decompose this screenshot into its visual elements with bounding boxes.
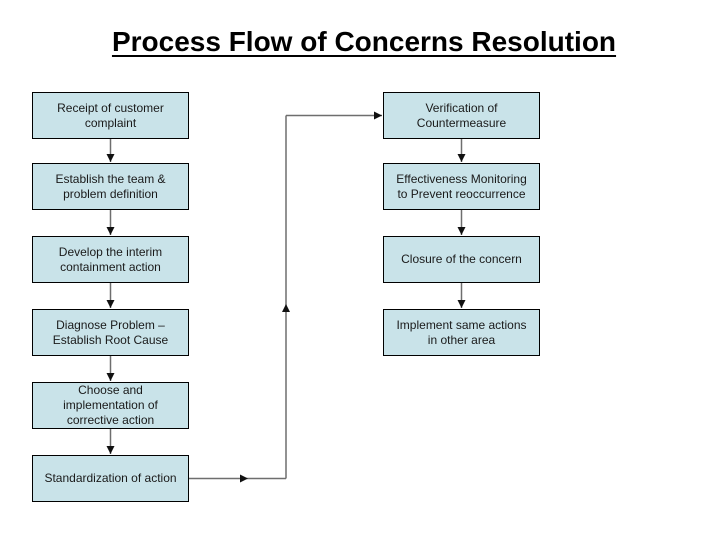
arrowhead-right bbox=[374, 111, 382, 120]
flow-node-diagnose-problem: Diagnose Problem – Establish Root Cause bbox=[32, 309, 189, 356]
arrowhead-down bbox=[106, 300, 115, 308]
arrowhead-right bbox=[240, 474, 248, 483]
flow-node-verification: Verification of Countermeasure bbox=[383, 92, 540, 139]
flow-node-effectiveness-monitoring: Effectiveness Monitoring to Prevent reoc… bbox=[383, 163, 540, 210]
flow-node-implement-same-actions: Implement same actions in other area bbox=[383, 309, 540, 356]
flow-node-corrective-action: Choose and implementation of corrective … bbox=[32, 382, 189, 429]
flow-node-closure: Closure of the concern bbox=[383, 236, 540, 283]
flow-node-standardization: Standardization of action bbox=[32, 455, 189, 502]
arrowhead-up bbox=[282, 304, 290, 312]
page-title: Process Flow of Concerns Resolution bbox=[111, 26, 617, 57]
flow-node-receipt: Receipt of customer complaint bbox=[32, 92, 189, 139]
arrowhead-down bbox=[457, 154, 466, 162]
flow-node-interim-containment: Develop the interim containment action bbox=[32, 236, 189, 283]
flow-node-establish-team: Establish the team & problem definition bbox=[32, 163, 189, 210]
arrowhead-down bbox=[106, 227, 115, 235]
arrowhead-down bbox=[106, 373, 115, 381]
arrowhead-down bbox=[106, 154, 115, 162]
arrowhead-down bbox=[457, 300, 466, 308]
arrowhead-down bbox=[106, 446, 115, 454]
arrowhead-down bbox=[457, 227, 466, 235]
